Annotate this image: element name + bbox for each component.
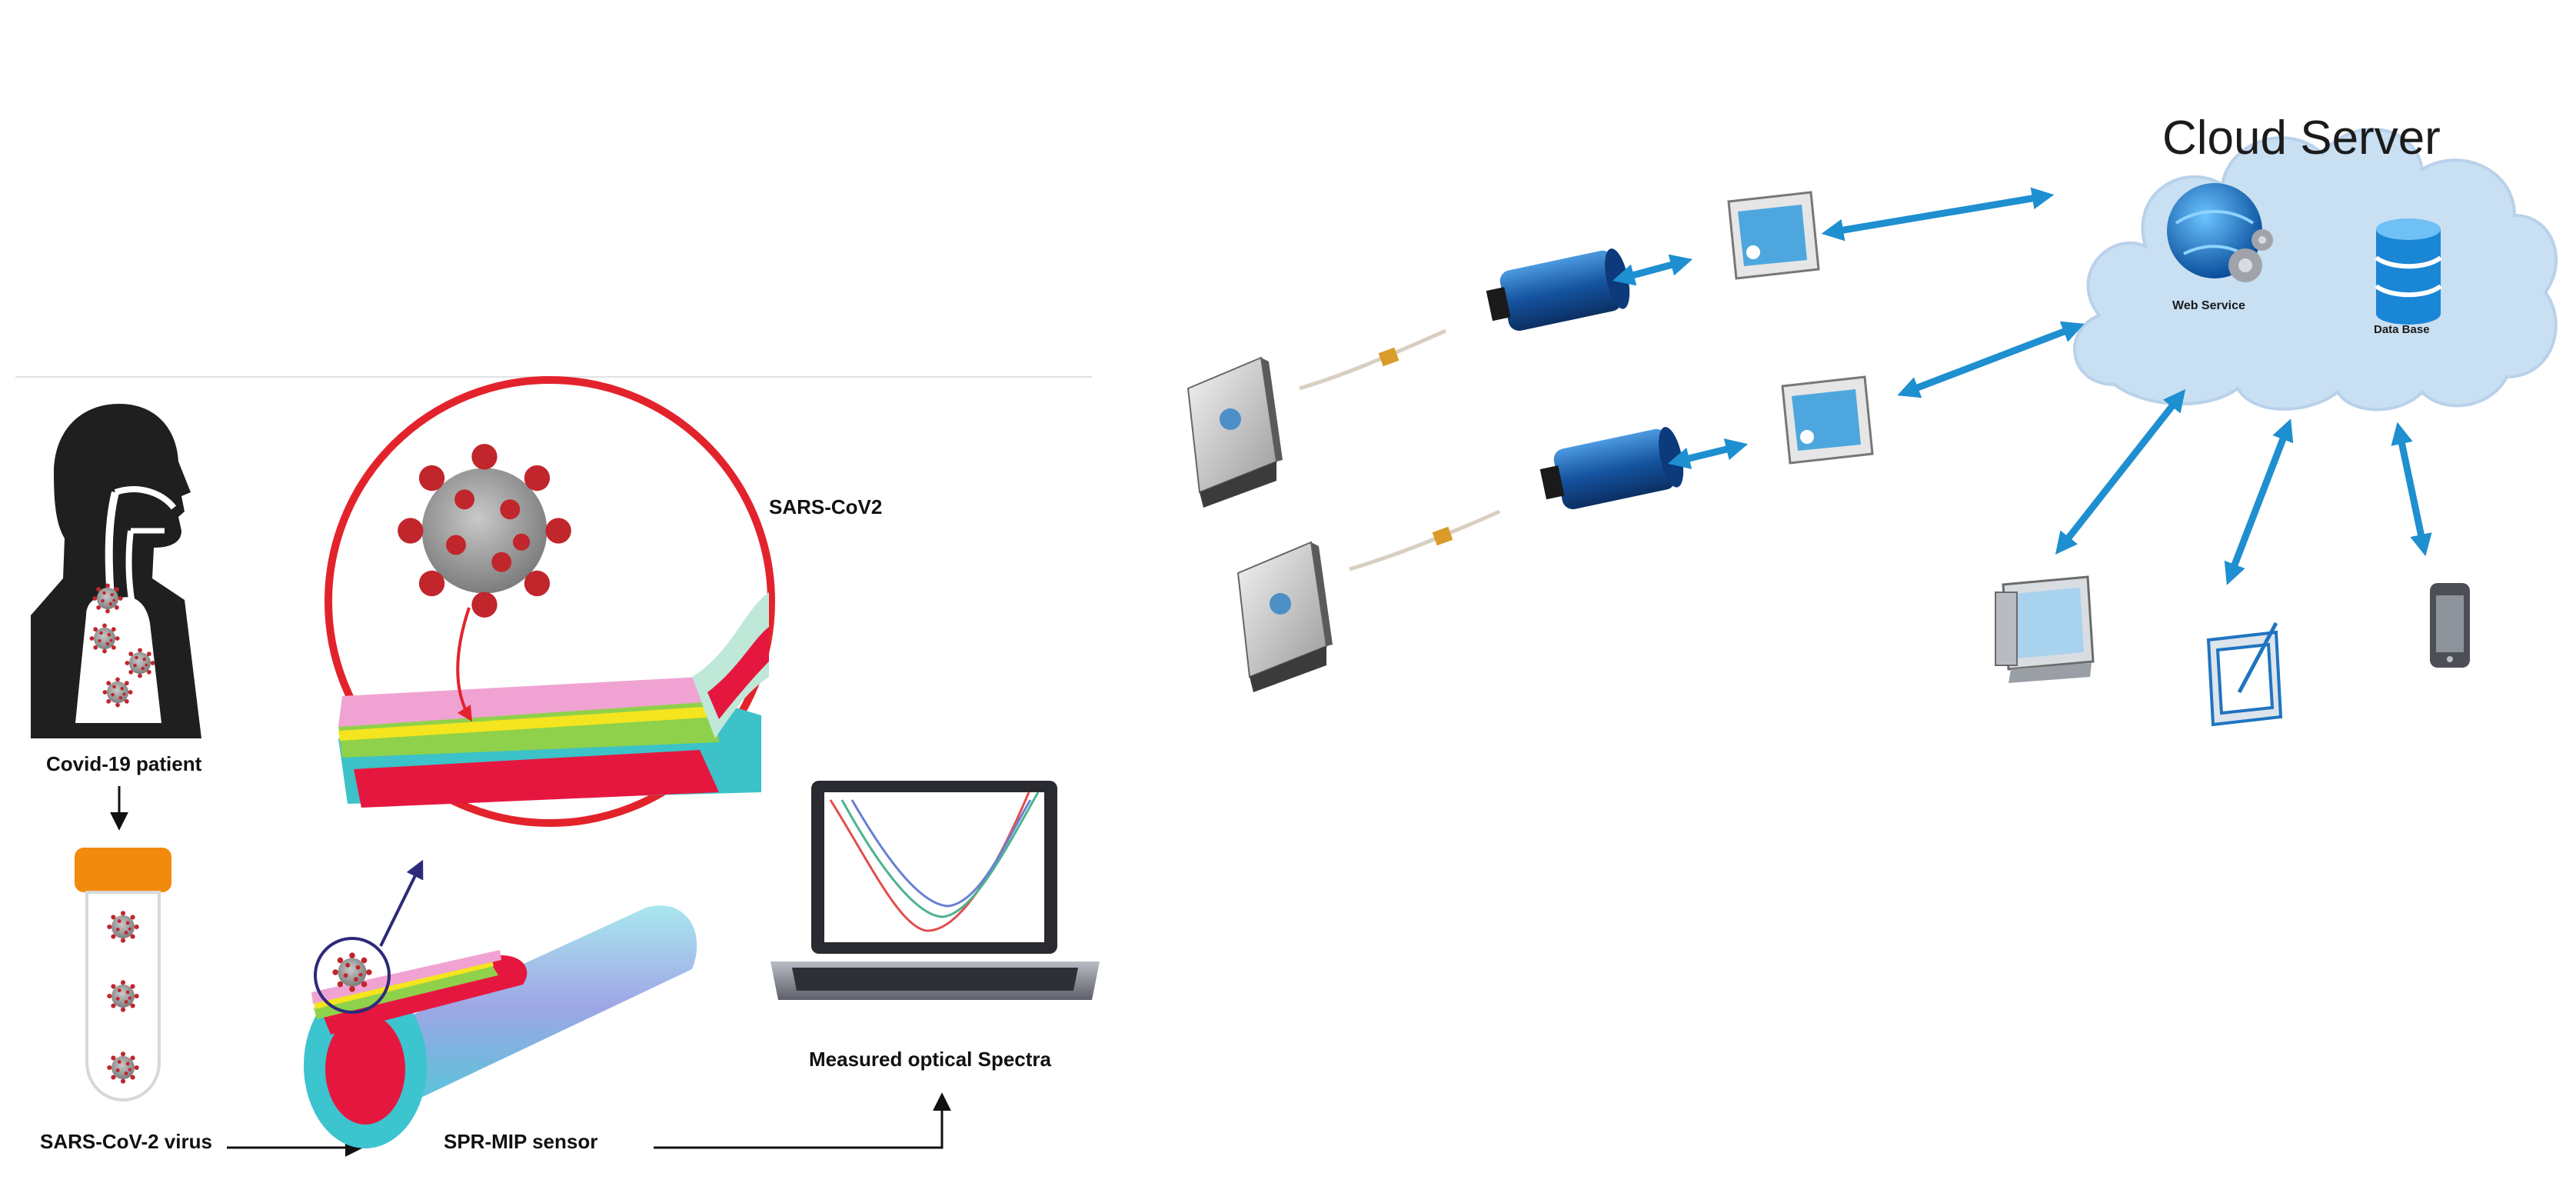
link-arrow	[2391, 422, 2432, 557]
web-service-globe-icon	[2167, 183, 2273, 282]
spectrometer-top	[1186, 356, 1283, 508]
desktop-monitor-icon	[1995, 575, 2095, 683]
light-source-bottom	[1539, 427, 1684, 510]
tablet-top	[1727, 191, 1820, 280]
link-arrow	[1612, 254, 1693, 286]
laptop-icon	[770, 781, 1100, 1000]
database-icon	[2375, 218, 2442, 325]
link-arrow	[1821, 187, 2055, 242]
fiber-cable-bottom	[1349, 509, 1501, 572]
pen-tablet-icon	[2206, 621, 2283, 727]
fiber-connector-bottom	[1432, 526, 1453, 546]
left-panel: Covid-19 patient SARS-CoV-2 virus SARS-C…	[15, 376, 1100, 1157]
web-service-label: Web Service	[2172, 299, 2245, 312]
fiber-connector-top	[1378, 347, 1399, 367]
fiber-sensor-icon	[304, 859, 697, 1148]
sensor-label: SPR-MIP sensor	[444, 1130, 597, 1153]
spectrometer-bottom	[1236, 541, 1333, 692]
test-tube-icon	[75, 848, 171, 1102]
smartphone-icon	[2430, 583, 2470, 668]
tablet-bottom	[1781, 375, 1874, 465]
light-source-top	[1486, 248, 1630, 332]
patient-label: Covid-19 patient	[46, 752, 202, 775]
cloud-server-title: Cloud Server	[2162, 112, 2441, 165]
zoom-virus-label: SARS-CoV2	[769, 495, 882, 518]
database-label: Data Base	[2374, 323, 2430, 336]
link-arrow	[2055, 388, 2186, 555]
patient-silhouette-icon	[31, 404, 201, 738]
link-arrow	[2224, 418, 2294, 585]
zoom-circle	[324, 376, 775, 827]
cloud-server-icon: Cloud Server Web Service Data Base	[2072, 112, 2558, 412]
virus-tube-label: SARS-CoV-2 virus	[40, 1130, 212, 1153]
fiber-cable-top	[1299, 328, 1447, 391]
spectra-label: Measured optical Spectra	[809, 1048, 1052, 1071]
right-panel: Cloud Server Web Service Data Base	[1186, 112, 2558, 727]
link-arrow	[1897, 321, 2085, 398]
link-arrow	[1667, 438, 1749, 469]
